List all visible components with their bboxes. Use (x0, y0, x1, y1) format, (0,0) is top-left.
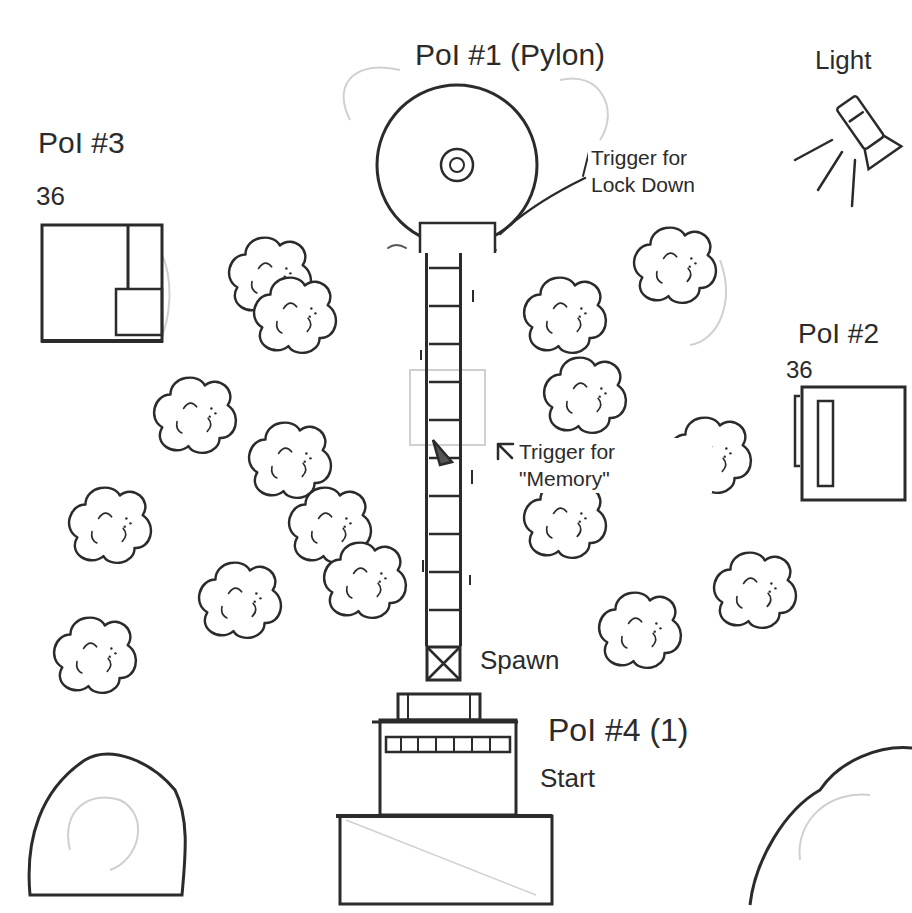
ladder-rungs (421, 268, 473, 610)
building-outline (336, 690, 556, 906)
spawn-box: Spawn (422, 640, 582, 684)
poi-building-box: PoI #2 36 (784, 318, 908, 504)
poi-note: 36 (36, 182, 65, 212)
trigger-note: Trigger for "Memory" (516, 438, 712, 493)
poi-building-box: PoI #3 36 (34, 126, 174, 348)
bushes (54, 228, 796, 693)
poi-heading: PoI #4 (1) (548, 712, 689, 749)
light-label: Light (812, 44, 874, 78)
poi-note: 36 (786, 356, 813, 384)
trigger-note: Trigger for Lock Down (588, 144, 734, 199)
grey-sketch-marks (160, 67, 878, 500)
poi-heading: PoI #2 (798, 318, 879, 350)
circle-outline (375, 83, 539, 247)
light-icon (795, 91, 901, 206)
start-building: PoI #4 (1) Start (336, 690, 716, 908)
poi-heading: PoI #1 (Pylon) (415, 38, 605, 73)
poi2-outline (801, 386, 906, 501)
poi-heading: Spawn (480, 646, 560, 676)
poi-note: Start (540, 764, 595, 794)
poi-heading: PoI #3 (38, 126, 125, 161)
poi3-outline (41, 224, 163, 342)
spawn-outline (426, 646, 461, 681)
path-connector (427, 241, 461, 646)
